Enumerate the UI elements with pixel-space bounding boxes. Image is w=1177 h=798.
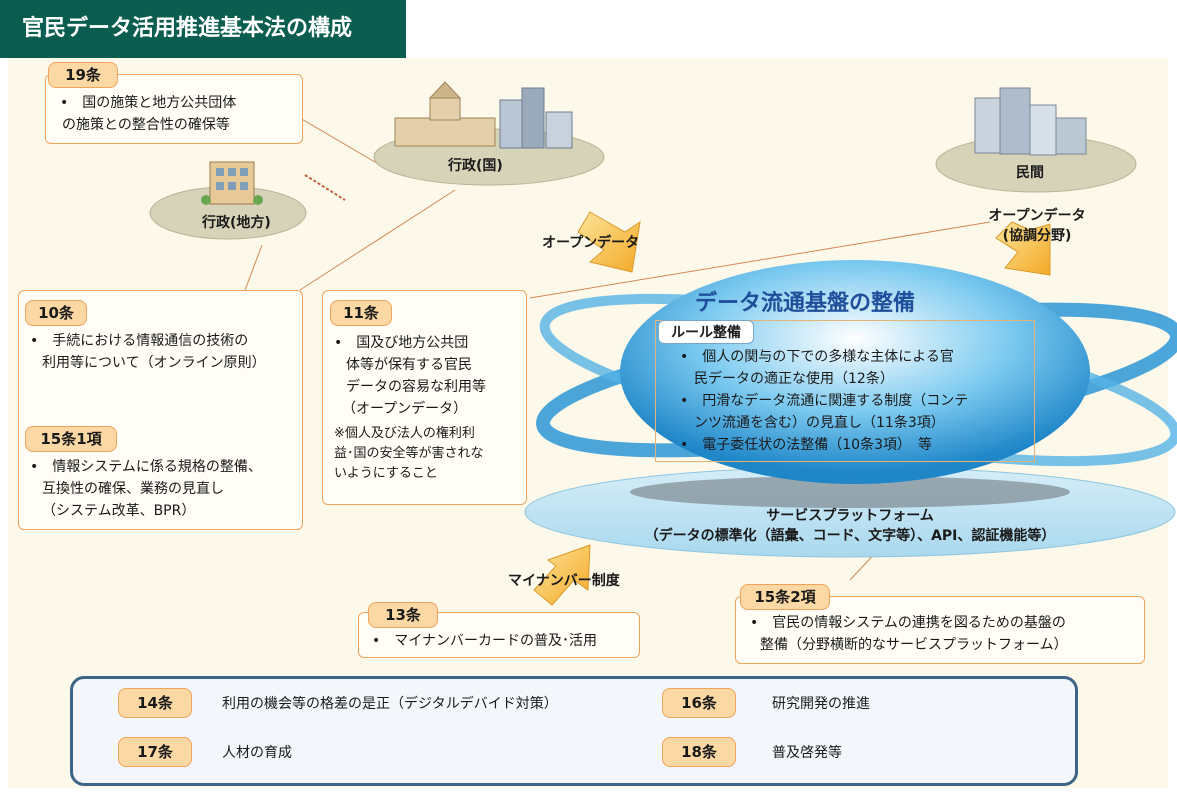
list-item-text: 個人の関与の下での多様な主体による官 — [702, 349, 954, 365]
list-item: • 円滑なデータ流通に関連する制度（コンテ — [680, 390, 968, 412]
label-open-data-coop-line2: (協調分野) — [1002, 228, 1072, 244]
article-10-text: • 手続における情報通信の技術の 利用等について（オンライン原則） — [30, 330, 266, 374]
article-15-2-text: • 官民の情報システムの連携を図るための基盤の 整備（分野横断的なサービスプラッ… — [750, 612, 1068, 656]
article-10-15-box — [18, 290, 303, 530]
list-item: • 電子委任状の法整備（10条3項） 等 — [680, 434, 968, 456]
article-19-tag: 19条 — [48, 62, 118, 88]
list-item: • 情報システムに係る規格の整備、 — [30, 456, 262, 478]
connector-line — [529, 221, 991, 299]
list-item: • 国の施策と地方公共団体 — [60, 92, 236, 114]
list-item-text: の施策との整合性の確保等 — [62, 117, 230, 133]
list-item: • マイナンバーカードの普及･活用 — [372, 630, 597, 652]
bullet: • — [30, 459, 39, 475]
list-item-text: 整備（分野横断的なサービスプラットフォーム） — [760, 637, 1068, 653]
article-15-1-tag: 15条1項 — [25, 426, 117, 452]
platform-label: サービスプラットフォーム （データの標準化（語彙、コード、文字等）、API、認証… — [600, 505, 1100, 545]
article-10-tag: 10条 — [25, 300, 87, 326]
list-item-text: 体等が保有する官民 — [346, 357, 472, 373]
legend-tag-18: 18条 — [662, 737, 736, 767]
list-item-text: 民データの適正な使用（12条） — [694, 371, 894, 387]
open-data-coop-arrow-icon — [995, 221, 1051, 276]
rule-box — [655, 320, 1035, 462]
article-19-text: • 国の施策と地方公共団体 の施策との整合性の確保等 — [60, 92, 236, 136]
connector-line — [299, 189, 456, 291]
list-item: • 個人の関与の下での多様な主体による官 — [680, 346, 968, 368]
connector-arrow — [304, 174, 346, 201]
mynumber-arrow-icon — [533, 544, 591, 606]
rule-text: • 個人の関与の下での多様な主体による官 民データの適正な使用（12条） • 円… — [680, 346, 968, 456]
bullet: • — [334, 335, 343, 351]
label-gov-national: 行政(国) — [448, 158, 503, 174]
platform-line1: サービスプラットフォーム — [766, 508, 934, 524]
list-item: • 手続における情報通信の技術の — [30, 330, 266, 352]
list-item: • 官民の情報システムの連携を図るための基盤の — [750, 612, 1068, 634]
list-item-text: 国及び地方公共団 — [356, 335, 469, 351]
bullet: • — [680, 393, 689, 409]
legend-panel — [70, 676, 1078, 786]
label-gov-local: 行政(地方) — [202, 215, 271, 231]
label-private: 民間 — [1016, 165, 1044, 181]
legend-text-14: 利用の機会等の格差の是正（デジタルデバイド対策） — [222, 696, 558, 712]
platform-line2: （データの標準化（語彙、コード、文字等）、API、認証機能等） — [644, 528, 1056, 544]
list-item-text: 互換性の確保、業務の見直し — [42, 481, 224, 497]
connector-line — [299, 117, 381, 166]
label-open-data-coop-line1: オープンデータ — [988, 208, 1086, 224]
bullet: • — [750, 615, 759, 631]
label-open-data-coop: オープンデータ (協調分野) — [962, 205, 1112, 245]
building-national-icon — [394, 81, 573, 149]
article-13-tag: 13条 — [368, 602, 438, 628]
article-11-tag: 11条 — [330, 300, 392, 326]
data-cloud — [620, 260, 1090, 484]
bullet: • — [30, 333, 39, 349]
list-item-text: （システム改革、BPR） — [42, 503, 196, 519]
platform-shadow — [630, 476, 1070, 508]
bullet: • — [680, 437, 689, 453]
note-line: いようにすること — [334, 466, 438, 481]
infra-title: データ流通基盤の整備 — [695, 291, 916, 316]
list-item-text: ンツ流通を含む）の見直し（11条3項） — [694, 415, 945, 431]
legend-tag-16: 16条 — [662, 688, 736, 718]
building-private-icon — [974, 87, 1087, 156]
bullet: • — [680, 349, 689, 365]
list-item-text: 利用等について（オンライン原則） — [42, 355, 266, 371]
legend-text-17: 人材の育成 — [222, 745, 292, 761]
label-mynumber: マイナンバー制度 — [508, 573, 620, 589]
article-15-2-tag: 15条2項 — [740, 584, 830, 610]
connector-line — [244, 244, 263, 291]
legend-tag-14: 14条 — [118, 688, 192, 718]
list-item-text: 手続における情報通信の技術の — [52, 333, 249, 349]
page-title: 官民データ活用推進基本法の構成 — [0, 0, 406, 58]
list-item-text: 国の施策と地方公共団体 — [82, 95, 237, 111]
note-line: 益･国の安全等が害されな — [334, 446, 484, 461]
legend-tag-17: 17条 — [118, 737, 192, 767]
building-local-icon — [201, 161, 263, 205]
list-item-text: 円滑なデータ流通に関連する制度（コンテ — [702, 393, 969, 409]
open-data-arrow-icon — [577, 211, 641, 273]
list-item-text: マイナンバーカードの普及･活用 — [394, 633, 597, 649]
list-item: • 国及び地方公共団 — [334, 332, 486, 354]
list-item-text: 官民の情報システムの連携を図るための基盤の — [772, 615, 1066, 631]
list-item-text: 電子委任状の法整備（10条3項） 等 — [702, 437, 932, 453]
bullet: • — [372, 633, 381, 649]
list-item-text: 情報システムに係る規格の整備、 — [52, 459, 262, 475]
list-item-text: （オープンデータ） — [342, 401, 468, 417]
note-line: ※個人及び法人の権利利 — [334, 426, 475, 441]
article-15-1-text: • 情報システムに係る規格の整備、 互換性の確保、業務の見直し （システム改革、… — [30, 456, 262, 522]
list-item-text: データの容易な利用等 — [346, 379, 486, 395]
legend-text-16: 研究開発の推進 — [772, 696, 870, 712]
label-open-data: オープンデータ — [542, 235, 640, 251]
legend-text-18: 普及啓発等 — [772, 745, 842, 761]
bullet: • — [60, 95, 69, 111]
rule-tag: ルール整備 — [658, 320, 754, 344]
article-11-note: ※個人及び法人の権利利 益･国の安全等が害されな いようにすること — [334, 424, 484, 484]
article-11-text: • 国及び地方公共団 体等が保有する官民 データの容易な利用等 （オープンデータ… — [334, 332, 486, 420]
article-13-text: • マイナンバーカードの普及･活用 — [372, 630, 597, 652]
